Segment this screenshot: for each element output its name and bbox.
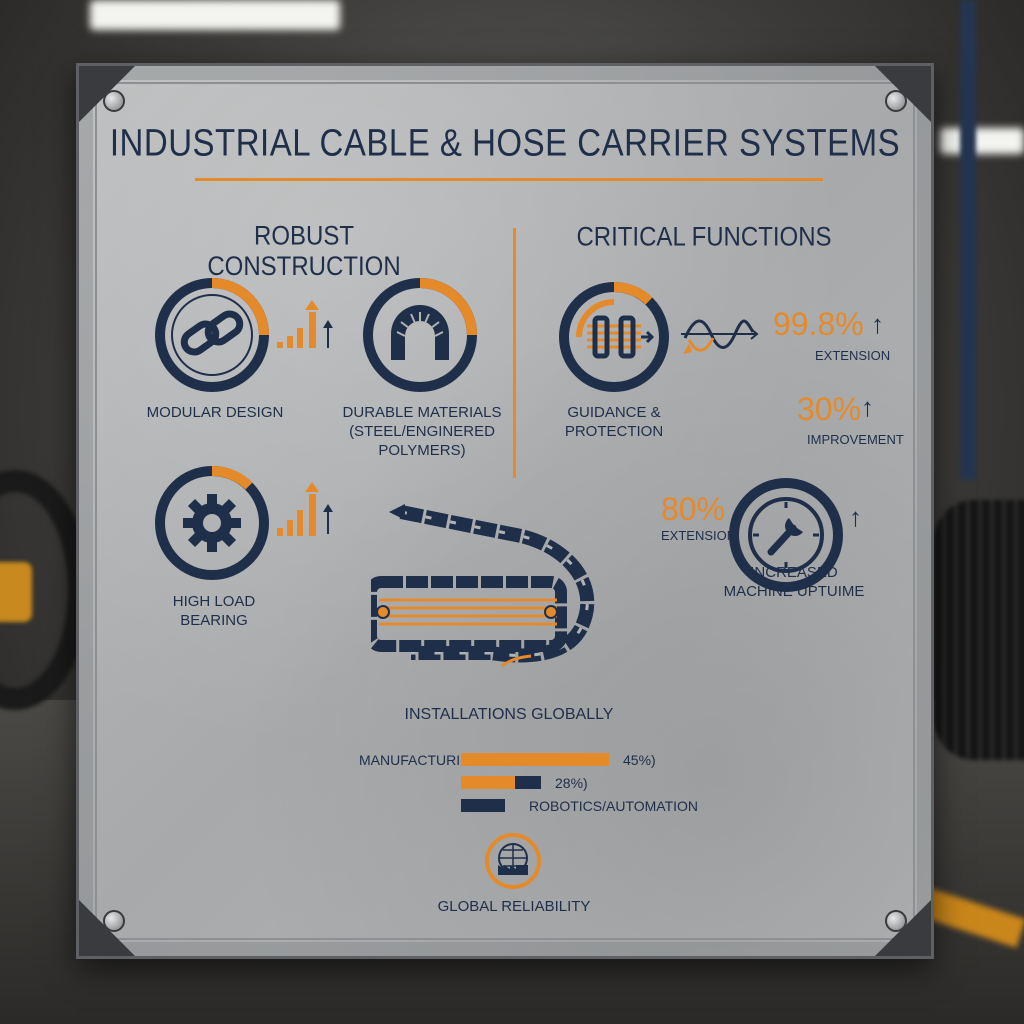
page-title: INDUSTRIAL CABLE & HOSE CARRIER SYSTEMS	[109, 121, 901, 164]
title-underline	[195, 178, 823, 181]
section-robust-construction: ROBUST CONSTRUCTION	[207, 221, 401, 282]
stat-value-uptime-extension: 80%	[661, 491, 726, 527]
up-arrow-icon: ↑	[861, 392, 874, 422]
up-arrow-icon: ↑	[849, 502, 862, 532]
stat-value-extension: 99.8%	[773, 306, 864, 342]
footer-global-reliability: GLOBAL RELIABILITY	[437, 898, 591, 915]
bar-label-manufacturing: MANUFACTURING	[359, 752, 482, 768]
label-modular-design: MODULAR DESIGN	[146, 404, 284, 421]
label-line: GUIDANCE &	[567, 404, 661, 421]
bar-segment-navy	[515, 776, 541, 789]
bar-value-second: 28%)	[555, 775, 588, 791]
cable-chain-illustration	[371, 504, 595, 668]
guidance-icon	[559, 281, 669, 392]
label-line: HIGH LOAD	[172, 593, 256, 610]
gear-icon	[155, 465, 269, 580]
bar-segment-orange	[461, 776, 515, 789]
growth-bars-icon	[277, 300, 333, 348]
infographic-plate: INDUSTRIAL CABLE & HOSE CARRIER SYSTEMS …	[76, 63, 934, 959]
label-line: POLYMERS)	[378, 442, 466, 459]
bar-label-robotics: ROBOTICS/AUTOMATION	[529, 798, 699, 814]
installations-heading: INSTALLATIONS GLOBALLY	[404, 706, 614, 723]
plate-frame	[95, 82, 915, 940]
label-machine-uptime: INCREASED MACHINE UPTUIME	[709, 563, 879, 601]
link-icon	[155, 278, 269, 392]
label-durable-materials: DURABLE MATERIALS (STEEL/ENGINERED POLYM…	[337, 403, 507, 460]
arch-icon	[363, 278, 477, 392]
label-line: MACHINE UPTUIME	[723, 583, 865, 600]
label-line: PROTECTION	[564, 423, 664, 440]
label-line: INCREASED	[750, 564, 838, 581]
growth-bars-icon	[277, 482, 333, 536]
stat-value-improvement: 30%	[797, 391, 862, 427]
label-high-load-bearing: HIGH LOAD BEARING	[149, 592, 279, 630]
stat-label-improvement: IMPROVEMENT	[807, 432, 904, 447]
bar-robotics	[461, 799, 505, 812]
wave-arrow-icon	[681, 319, 759, 354]
bolt-icon	[103, 90, 125, 112]
label-line: BEARING	[180, 612, 248, 629]
wrench-gauge-icon	[729, 478, 843, 592]
section-critical-functions: CRITICAL FUNCTIONS	[576, 222, 832, 253]
globe-factory-icon	[485, 833, 541, 889]
up-arrow-icon: ↑	[871, 309, 884, 339]
bar-value-manufacturing: 45%)	[623, 752, 656, 768]
stat-label-extension: EXTENSION	[815, 348, 891, 363]
label-guidance-protection: GUIDANCE & PROTECTION	[549, 403, 679, 441]
stat-label-uptime-extension: EXTENSION	[661, 528, 737, 543]
label-line: DURABLE MATERIALS	[342, 404, 502, 421]
label-line: (STEEL/ENGINERED	[349, 423, 495, 440]
section-divider	[513, 228, 516, 478]
bolt-icon	[103, 910, 125, 932]
bar-manufacturing	[461, 753, 609, 766]
bolt-icon	[885, 90, 907, 112]
bolt-icon	[885, 910, 907, 932]
